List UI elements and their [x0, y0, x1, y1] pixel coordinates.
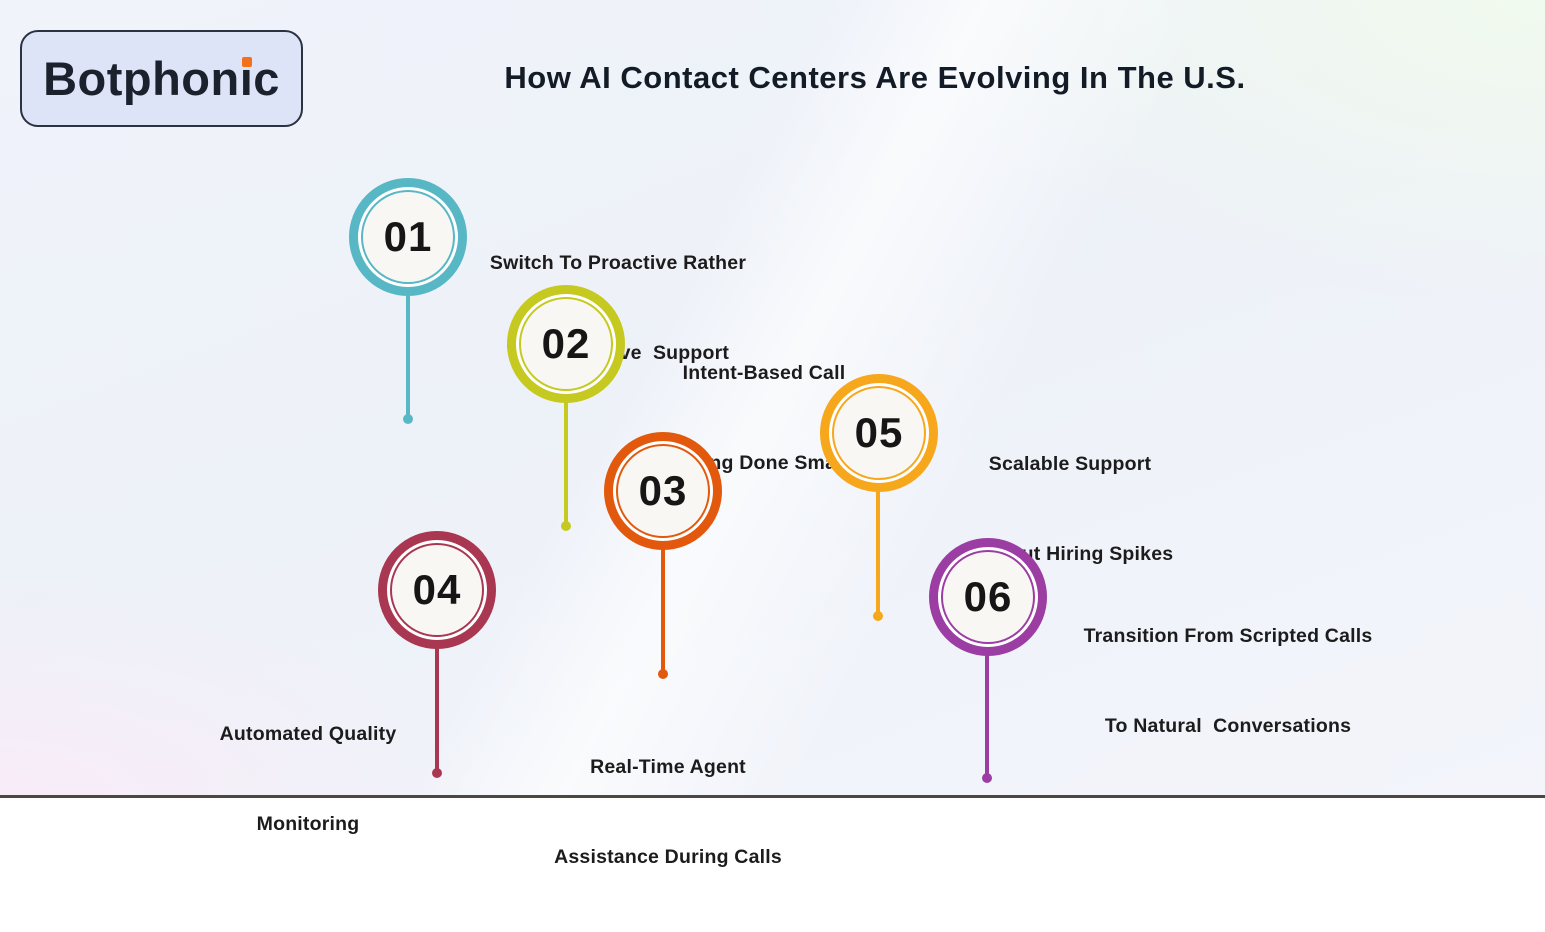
- inner-ring-02: [519, 297, 613, 391]
- botphonic-logo: Botphonıc: [20, 30, 303, 127]
- step-label-04: Automated Quality Monitoring: [158, 659, 458, 899]
- step-label-03-line1: Real-Time Agent: [590, 756, 746, 778]
- inner-ring-06: [941, 550, 1035, 644]
- page-title: How AI Contact Centers Are Evolving In T…: [504, 60, 1246, 95]
- step-label-03: Real-Time Agent Assistance During Calls: [518, 692, 818, 932]
- step-label-06: Transition From Scripted Calls To Natura…: [1058, 561, 1398, 801]
- bottom-edge-bar: [0, 795, 1545, 798]
- connector-line-05: [876, 490, 880, 613]
- connector-line-06: [985, 654, 989, 775]
- connector-dot-01: [403, 414, 413, 424]
- connector-dot-06: [982, 773, 992, 783]
- connector-line-01: [406, 294, 410, 416]
- step-circle-01: 01: [349, 178, 467, 296]
- connector-dot-04: [432, 768, 442, 778]
- logo-wordmark: Botphonıc: [43, 55, 280, 102]
- step-number-03: 03: [638, 467, 688, 514]
- step-label-03-line2: Assistance During Calls: [554, 846, 782, 868]
- step-label-05-line1: Scalable Support: [988, 453, 1152, 475]
- step-label-06-line2: To Natural Conversations: [1104, 715, 1352, 737]
- inner-ring-04: [390, 543, 484, 637]
- logo-text-post: c: [253, 52, 280, 105]
- step-label-01-line1: Switch To Proactive Rather: [489, 252, 747, 274]
- step-label-06-line1: Transition From Scripted Calls: [1083, 625, 1373, 647]
- step-number-06: 06: [963, 573, 1013, 620]
- step-circle-04: 04: [378, 531, 496, 649]
- logo-letter-i: ı: [239, 52, 254, 105]
- inner-ring-01: [361, 190, 455, 284]
- connector-dot-03: [658, 669, 668, 679]
- step-circle-02: 02: [507, 285, 625, 403]
- step-number-04: 04: [412, 566, 462, 613]
- logo-text-pre: Botphon: [43, 52, 240, 105]
- infographic-canvas: Botphonıc How AI Contact Centers Are Evo…: [0, 0, 1545, 798]
- step-number-05: 05: [854, 409, 904, 456]
- connector-dot-05: [873, 611, 883, 621]
- step-circle-05: 05: [820, 374, 938, 492]
- connector-line-02: [564, 401, 568, 523]
- step-circle-03: 03: [604, 432, 722, 550]
- connector-dot-02: [561, 521, 571, 531]
- step-number-01: 01: [383, 213, 433, 260]
- inner-ring-05: [832, 386, 926, 480]
- step-label-04-line1: Automated Quality: [219, 723, 397, 745]
- step-label-02-line1: Intent-Based Call: [682, 362, 846, 384]
- inner-ring-03: [616, 444, 710, 538]
- connector-line-04: [435, 647, 439, 770]
- connector-line-03: [661, 548, 665, 671]
- step-circle-06: 06: [929, 538, 1047, 656]
- step-number-02: 02: [541, 320, 591, 367]
- step-label-04-line2: Monitoring: [256, 813, 360, 835]
